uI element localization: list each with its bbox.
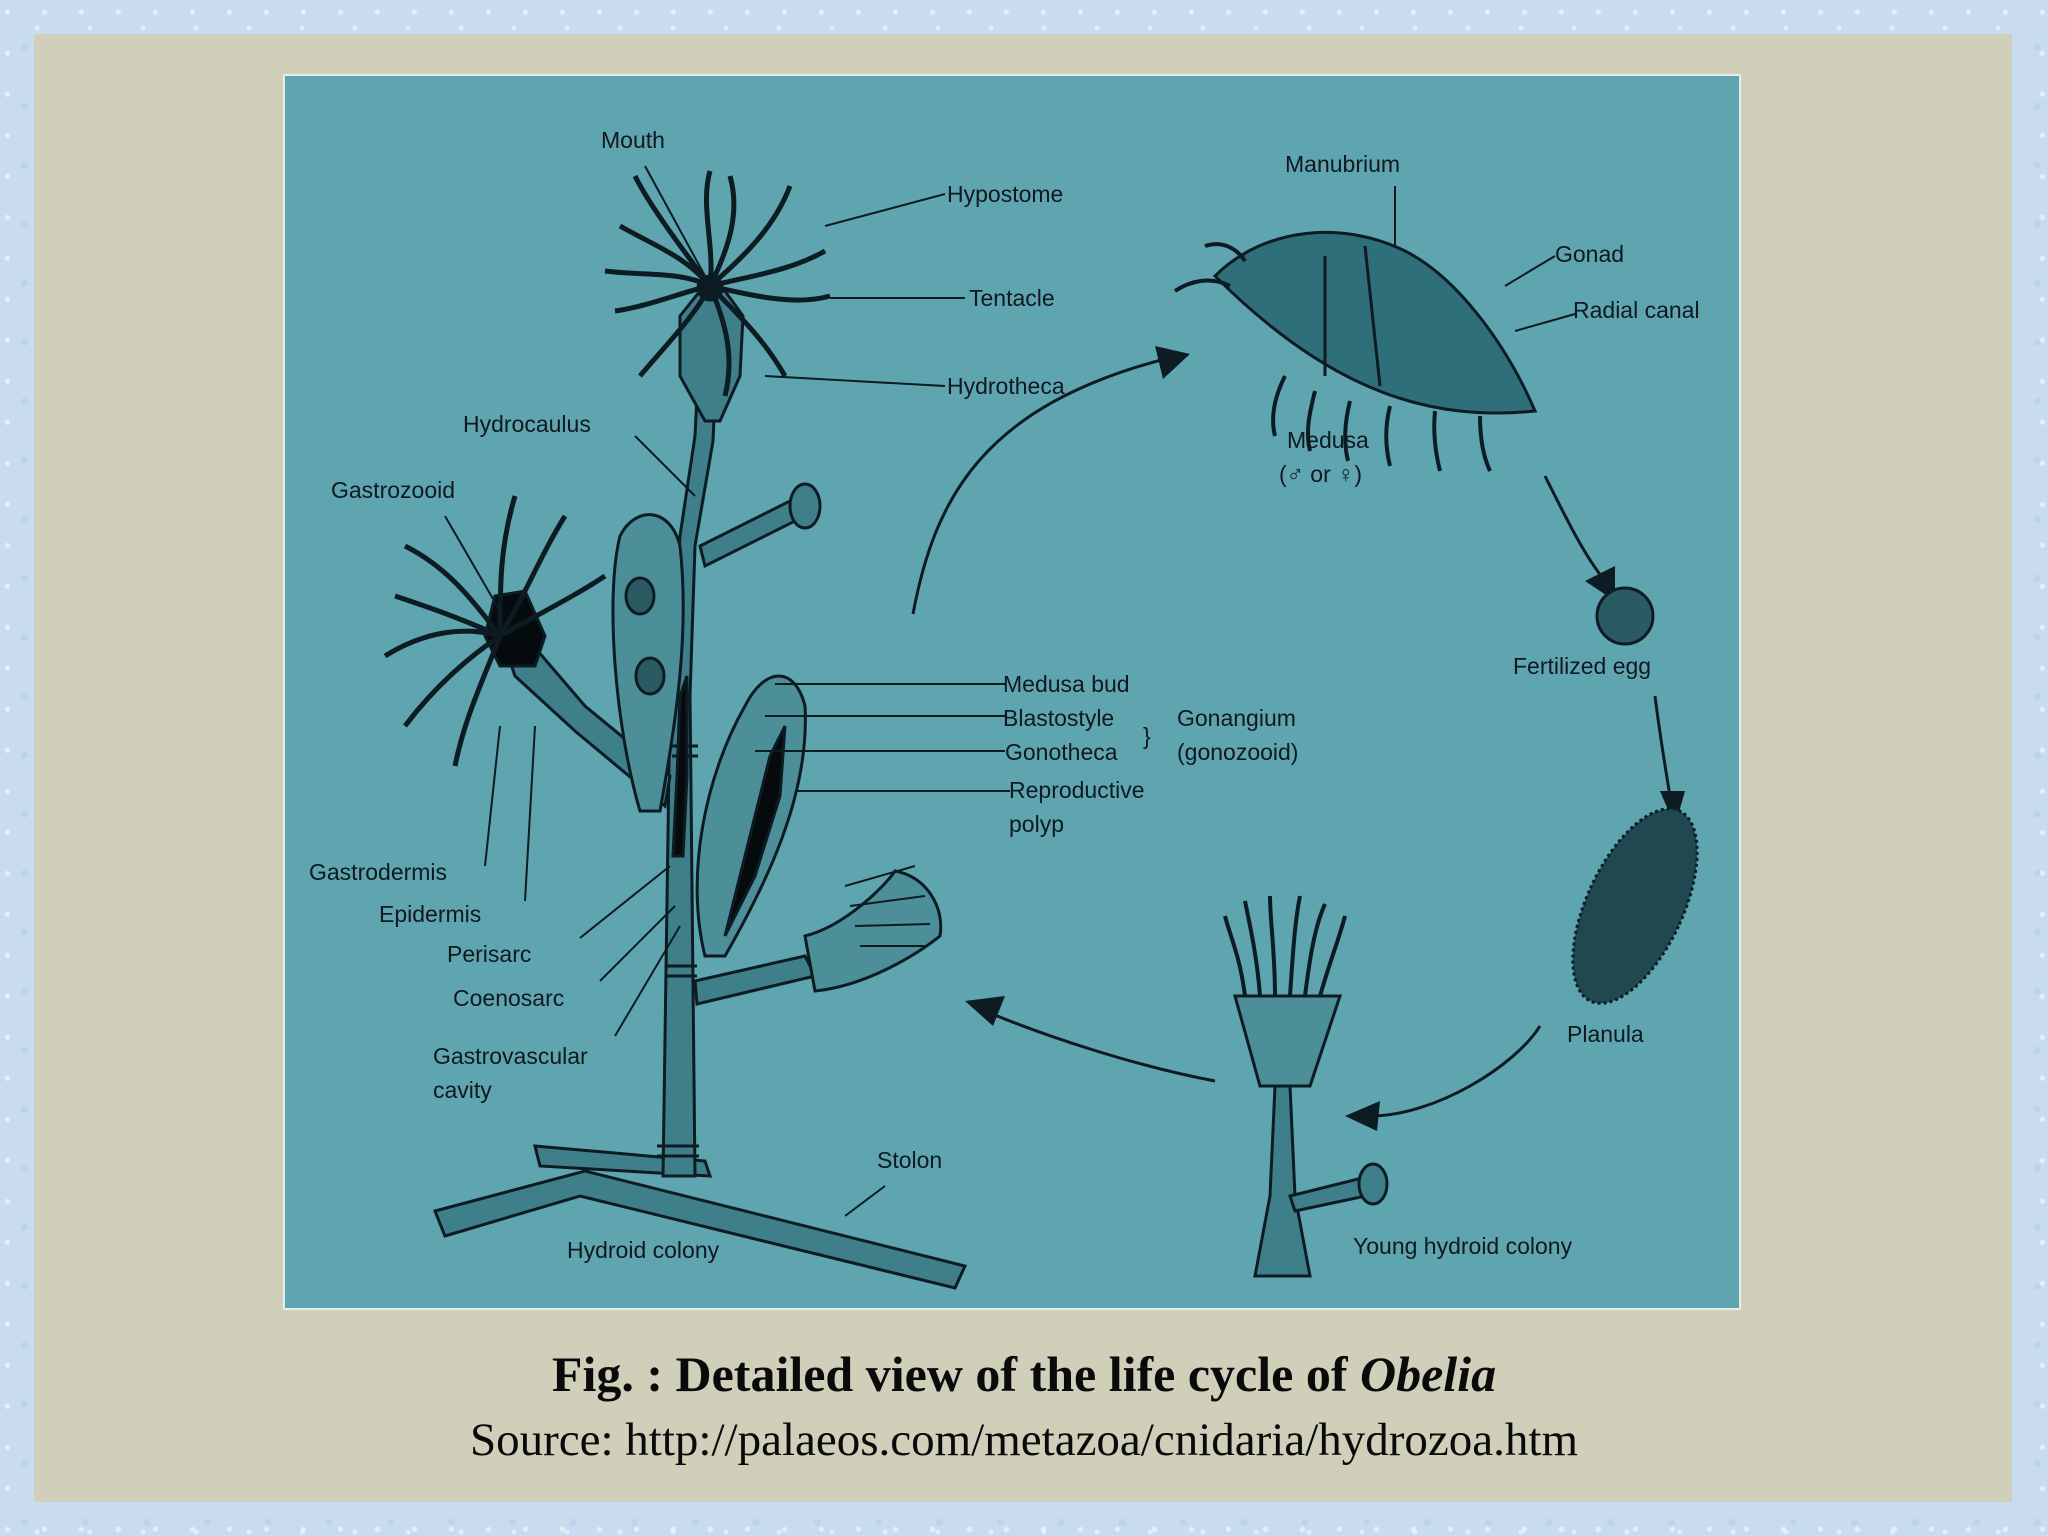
label-coenosarc: Coenosarc [453,985,564,1011]
label-gastrozooid: Gastrozooid [331,477,455,503]
label-gastrovascular-1: Gastrovascular [433,1043,588,1069]
label-perisarc: Perisarc [447,941,531,967]
label-gonotheca: Gonotheca [1005,739,1118,765]
caption-prefix: Fig. : Detailed view of the life cycle o… [551,1346,1360,1402]
figure-caption-title: Fig. : Detailed view of the life cycle o… [0,1345,2048,1403]
label-epidermis: Epidermis [379,901,481,927]
label-radial-canal: Radial canal [1573,297,1700,323]
brace: } [1143,723,1151,749]
label-mouth: Mouth [601,127,665,153]
diagram-labels: Mouth Hypostome Tentacle Hydrotheca Hydr… [309,127,1700,1263]
label-gastrodermis: Gastrodermis [309,859,447,885]
label-hydroid-colony: Hydroid colony [567,1237,720,1263]
label-medusa-sex: (♂ or ♀) [1279,461,1362,487]
obelia-life-cycle-diagram: Mouth Hypostome Tentacle Hydrotheca Hydr… [283,74,1741,1310]
label-hydrotheca: Hydrotheca [947,373,1065,399]
life-cycle-arrows [911,357,1672,1118]
arrowheads [965,346,1685,1131]
hydroid-colony-drawing [383,170,968,1290]
label-stolon: Stolon [877,1147,942,1173]
planula-drawing [1571,807,1699,1005]
label-tentacle: Tentacle [969,285,1055,311]
label-hydrocaulus: Hydrocaulus [463,411,591,437]
label-reproductive-2: polyp [1009,811,1064,837]
label-hypostome: Hypostome [947,181,1063,207]
label-fertilized-egg: Fertilized egg [1513,653,1651,679]
label-gonozooid: (gonozooid) [1177,739,1298,765]
label-medusa: Medusa [1287,427,1369,453]
medusa-drawing [1173,230,1538,472]
label-manubrium: Manubrium [1285,151,1400,177]
label-reproductive-1: Reproductive [1009,777,1145,803]
label-gonangium: Gonangium [1177,705,1296,731]
young-hydroid-colony-drawing [1223,895,1389,1278]
leader-lines [444,165,1576,1217]
figure-caption-source: Source: http://palaeos.com/metazoa/cnida… [469,1414,1579,1466]
label-blastostyle: Blastostyle [1003,705,1114,731]
label-gonad: Gonad [1555,241,1624,267]
fertilized-egg-drawing [1595,586,1655,646]
label-gastrovascular-2: cavity [433,1077,492,1103]
label-medusa-bud: Medusa bud [1003,671,1130,697]
label-planula: Planula [1567,1021,1644,1047]
caption-species: Obelia [1359,1346,1497,1402]
label-young-hydroid-colony: Young hydroid colony [1353,1233,1573,1259]
